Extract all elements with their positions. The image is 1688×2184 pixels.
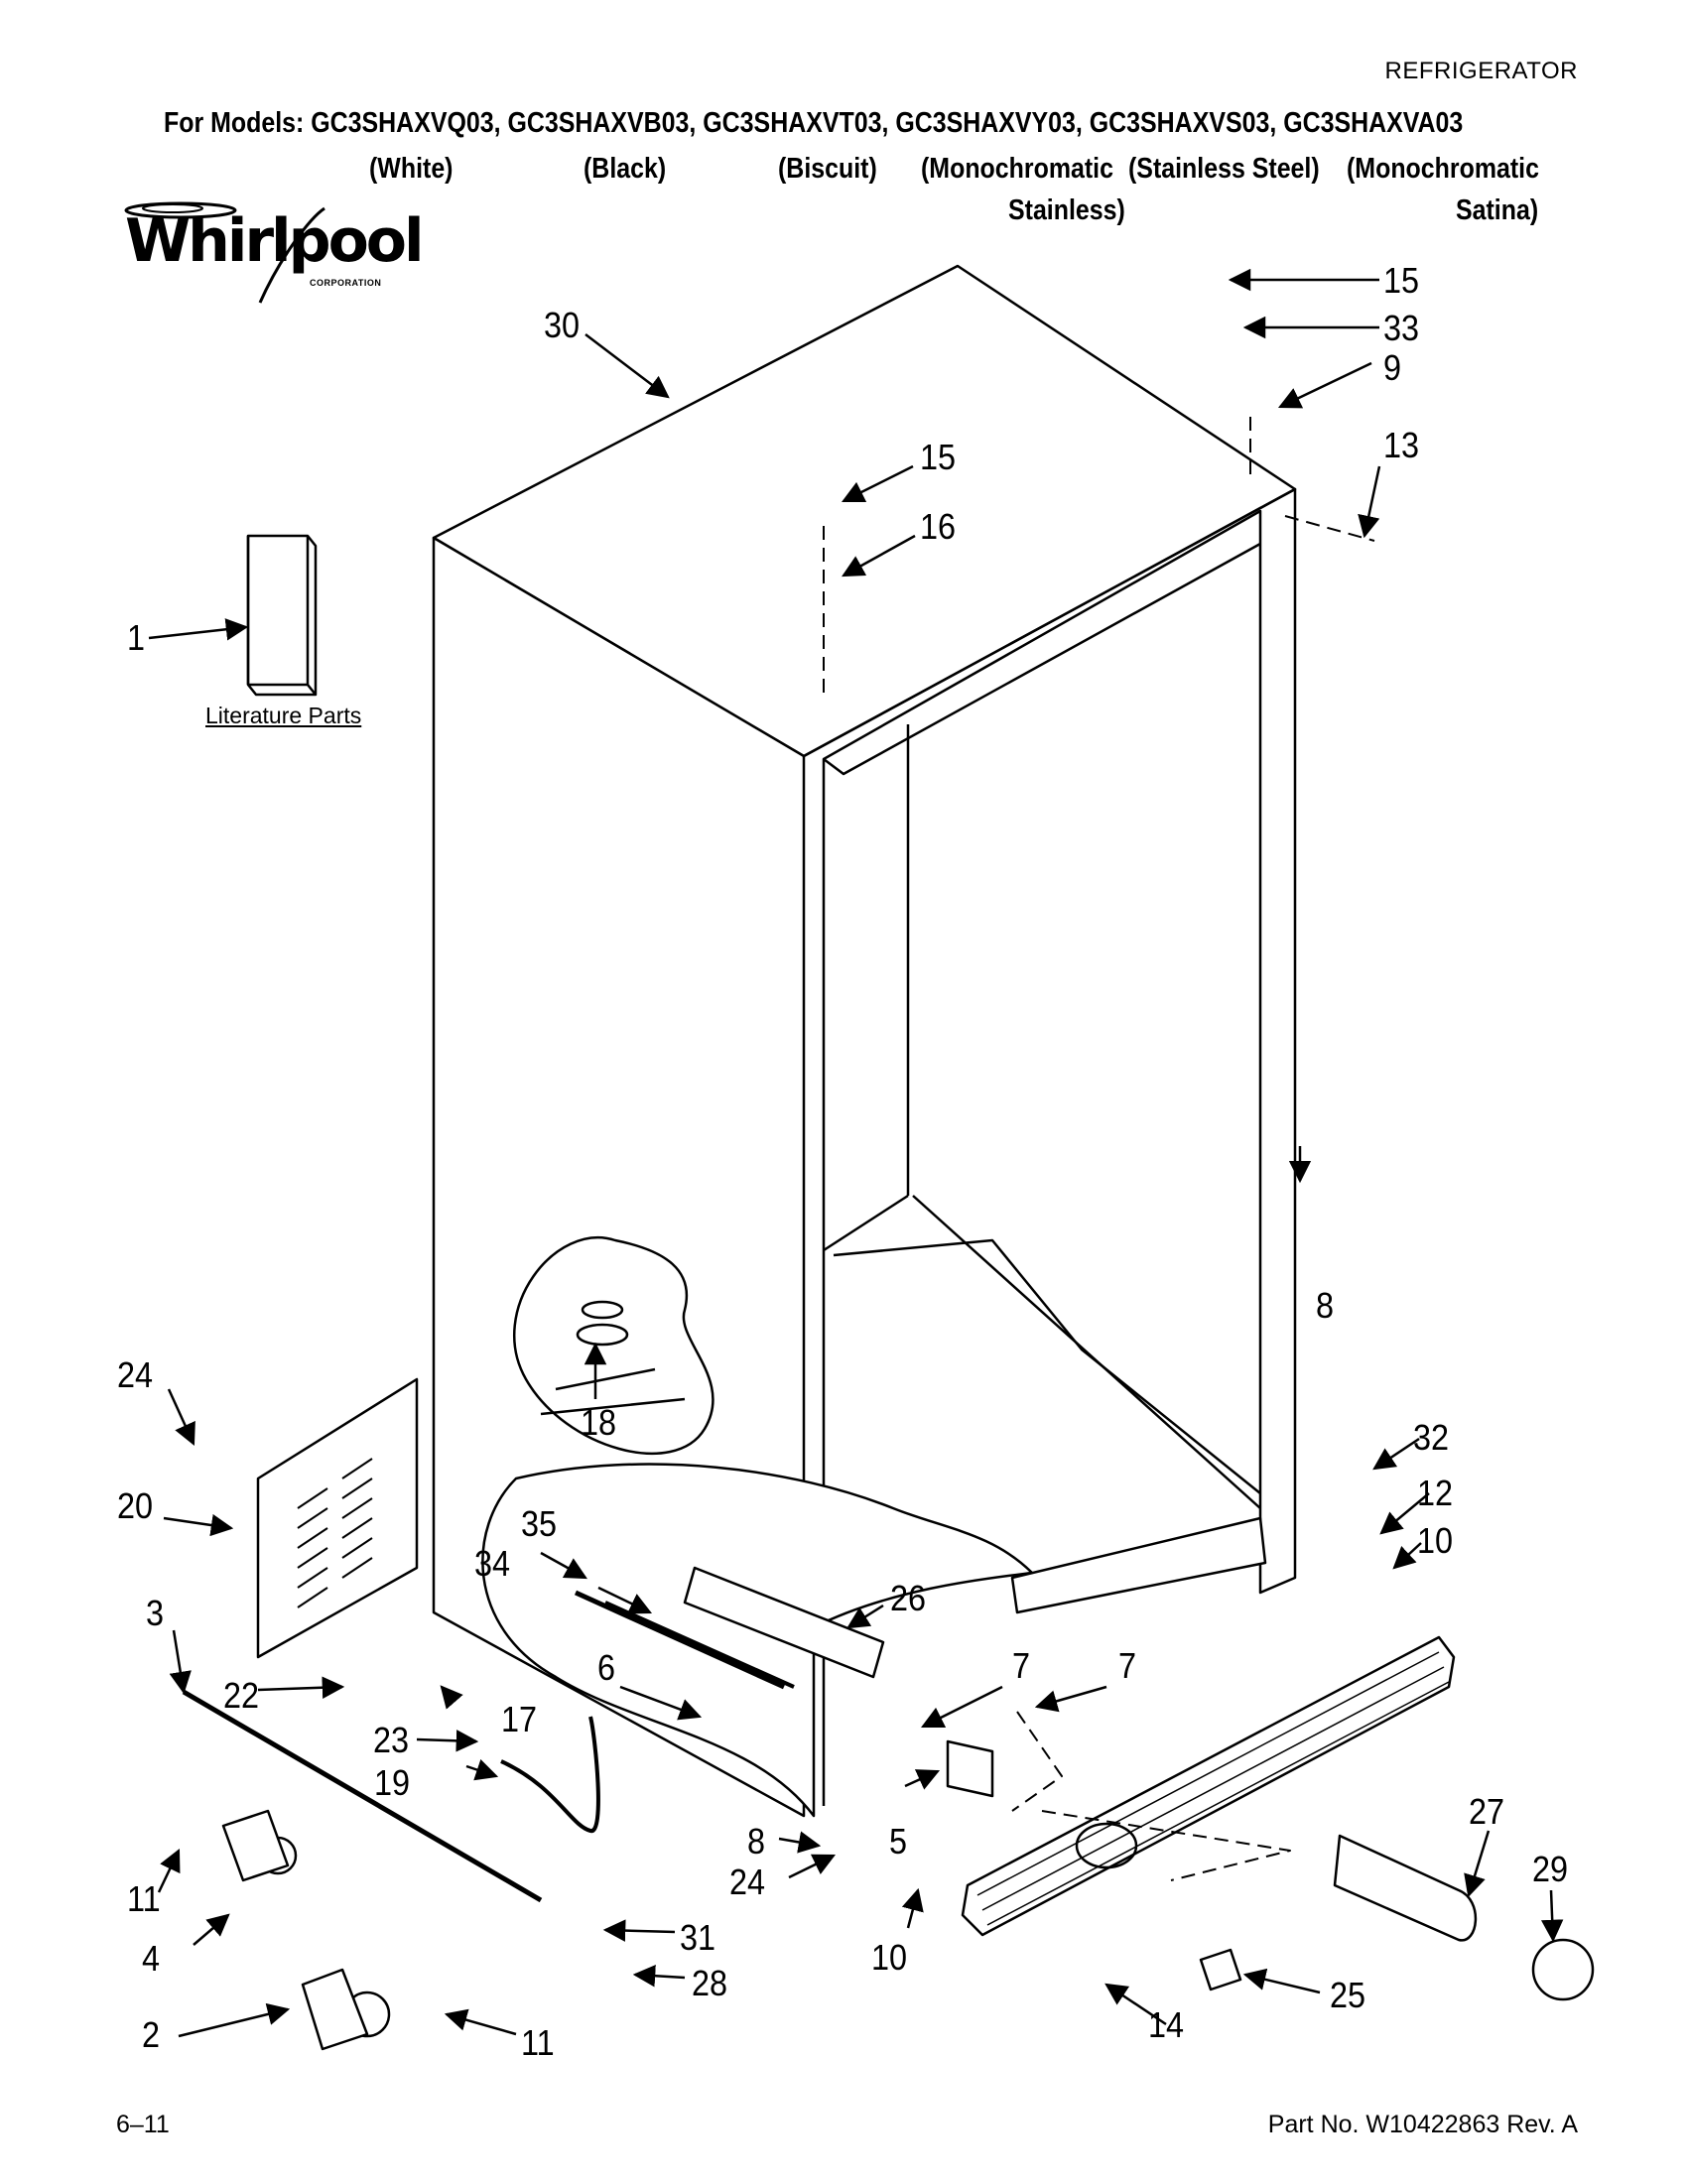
callout-7-left: 7 (1012, 1645, 1031, 1686)
callout-25: 25 (1330, 1975, 1366, 2015)
callout-29: 29 (1532, 1849, 1569, 1889)
callout-33: 33 (1383, 308, 1420, 348)
callout-20: 20 (117, 1485, 154, 1526)
callout-32: 32 (1413, 1417, 1450, 1458)
door-stop (1199, 1948, 1242, 1991)
variant-black: (Black) (584, 153, 667, 185)
callout-15-top: 15 (1383, 260, 1420, 301)
variant-monochromatic-satina-line2: Satina) (1456, 194, 1539, 226)
callout-12: 12 (1417, 1473, 1454, 1513)
callout-35: 35 (521, 1503, 558, 1544)
variant-monochromatic-satina: (Monochromatic (1347, 153, 1539, 185)
callout-5: 6 (597, 1647, 616, 1688)
water-tube (500, 1716, 600, 1833)
variant-white: (White) (369, 153, 454, 185)
whirlpool-logo: Whirlpool CORPORATION (111, 198, 425, 318)
logo-swirl-icon (124, 201, 325, 304)
callout-4: 4 (142, 1938, 161, 1979)
callout-30: 30 (544, 305, 581, 345)
callout-27: 27 (1469, 1791, 1505, 1832)
filter-cap (1531, 1938, 1595, 2001)
callout-6: 5 (889, 1821, 908, 1862)
callout-22: 22 (223, 1675, 260, 1716)
callout-2: 2 (142, 2014, 161, 2055)
water-filter (1333, 1834, 1478, 1942)
callout-1: 1 (127, 617, 146, 658)
variant-stainless-steel: (Stainless Steel) (1128, 153, 1320, 185)
models-line: For Models: GC3SHAXVQ03, GC3SHAXVB03, GC… (164, 107, 1464, 139)
callout-10-left: 10 (871, 1937, 908, 1978)
callout-3: 3 (146, 1593, 165, 1633)
literature-booklet (246, 534, 318, 697)
callout-26: 26 (890, 1578, 927, 1618)
callout-34: 34 (474, 1543, 511, 1584)
footer-part-number: Part No. W10422863 Rev. A (1267, 2111, 1578, 2138)
variant-monochromatic-stainless: (Monochromatic (921, 153, 1113, 185)
literature-parts-label: Literature Parts (205, 703, 362, 728)
callout-14: 14 (1148, 2004, 1185, 2045)
callout-31: 31 (680, 1917, 716, 1958)
callout-10-right: 10 (1417, 1520, 1454, 1561)
callout-16: 16 (920, 506, 957, 547)
callout-7-right: 7 (1118, 1645, 1137, 1686)
callout-8-left: 8 (747, 1821, 766, 1862)
logo-wordmark: Whirlpool (125, 206, 425, 276)
logo-corporation: CORPORATION (310, 278, 382, 288)
callout-11-right: 11 (521, 2022, 555, 2063)
callout-8-right: 8 (1316, 1285, 1335, 1326)
callout-17: 17 (501, 1699, 538, 1739)
variant-monochromatic-stainless-line2: Stainless) (1008, 194, 1125, 226)
page-category: REFRIGERATOR (1384, 58, 1578, 84)
lower-inset (481, 1463, 1034, 1818)
callout-11-left: 11 (127, 1878, 161, 1919)
callout-19: 19 (374, 1762, 411, 1803)
callout-13: 13 (1383, 425, 1420, 465)
callout-18: 18 (581, 1402, 617, 1443)
callout-28: 28 (692, 1963, 728, 2003)
callout-24-bottom: 24 (729, 1862, 766, 1902)
callout-15-mid: 15 (920, 437, 957, 477)
callout-23: 23 (373, 1720, 410, 1760)
variant-biscuit: (Biscuit) (778, 153, 877, 185)
callout-9: 9 (1383, 347, 1402, 388)
tie-bar (182, 1689, 543, 1903)
callout-24-top: 24 (117, 1354, 154, 1395)
footer-date: 6–11 (116, 2111, 170, 2138)
leveler-inset (513, 1236, 714, 1455)
rear-access-panel (256, 1377, 419, 1659)
